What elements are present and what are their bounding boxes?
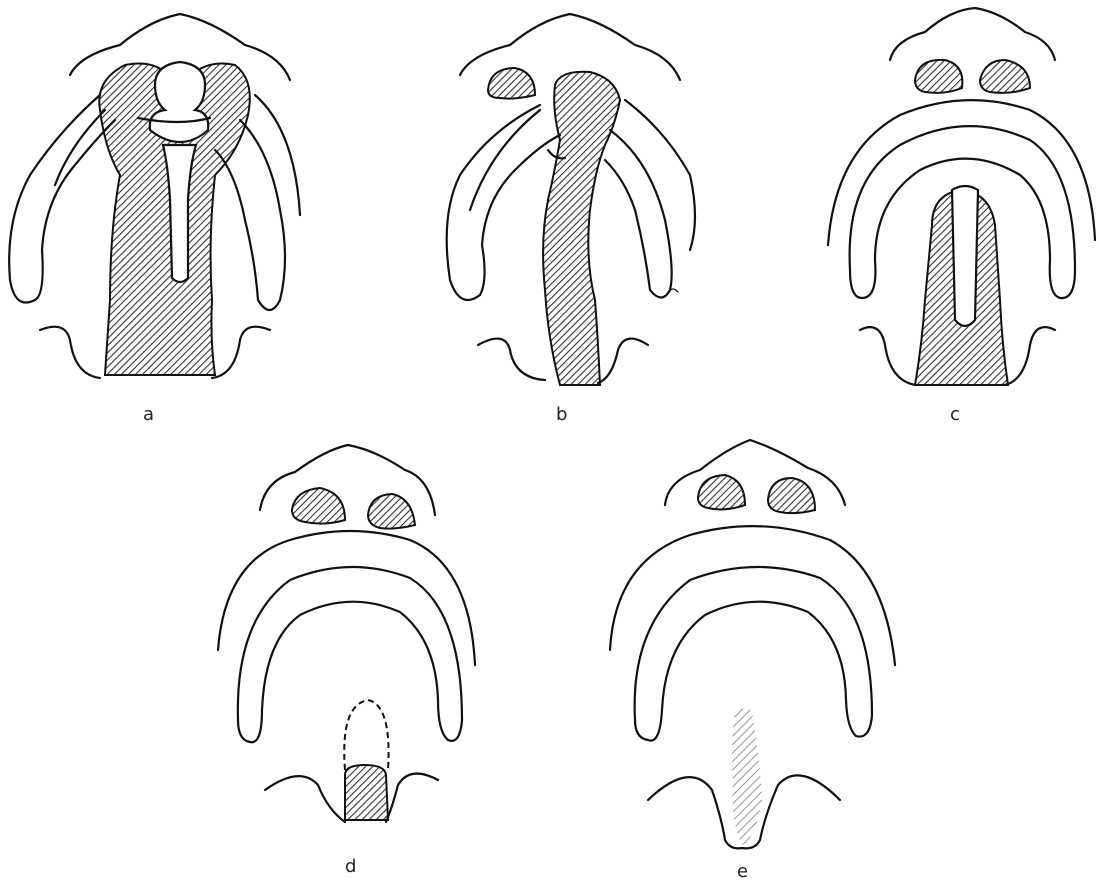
panel-label-e: e: [737, 861, 748, 881]
alveolar-arch: [635, 567, 872, 741]
alveolar-arch-outer: [218, 531, 475, 665]
uvula-left: [648, 777, 742, 848]
panel-a: a: [9, 14, 300, 425]
uvula-right: [212, 327, 270, 378]
panel-c: c: [828, 8, 1095, 425]
uvula-left: [40, 327, 100, 378]
alveolar-ridge-right: [605, 130, 672, 298]
panel-label-a: a: [143, 404, 154, 425]
uvula-right: [598, 339, 648, 383]
panel-label-b: b: [556, 404, 567, 425]
cleft-region: [543, 72, 620, 385]
vomer: [952, 186, 978, 326]
nose-outline: [460, 14, 680, 80]
nostril-left: [915, 60, 962, 93]
panel-label-c: c: [950, 404, 960, 425]
nostril-right: [768, 478, 815, 513]
panel-b: b: [447, 14, 695, 425]
uvula-right: [1005, 327, 1055, 385]
nostril-left: [698, 475, 745, 509]
nostril-left: [488, 68, 535, 99]
uvula-left: [478, 339, 545, 380]
panel-label-d: d: [345, 856, 356, 877]
cleft-region: [345, 765, 388, 820]
nose-outline: [665, 440, 845, 505]
alveolar-arch-right: [625, 100, 695, 250]
alveolar-arch-outer: [610, 526, 895, 665]
alveolar-arch-left: [9, 95, 115, 303]
nostril-right: [368, 494, 415, 529]
uvula-left: [265, 776, 345, 822]
uvula-left: [860, 327, 915, 385]
nose-outline: [890, 8, 1055, 60]
panel-e: e: [610, 440, 895, 881]
submucous-cleft-outline: [344, 700, 388, 770]
premaxilla: [150, 62, 208, 142]
alveolar-ridge-left: [470, 110, 540, 210]
panel-d: d: [218, 445, 475, 877]
submucous-shading: [732, 709, 762, 846]
uvula-right: [386, 774, 438, 822]
nostril-right: [980, 60, 1030, 93]
alveolar-ridge-left: [55, 110, 105, 185]
nostril-left: [292, 488, 345, 524]
